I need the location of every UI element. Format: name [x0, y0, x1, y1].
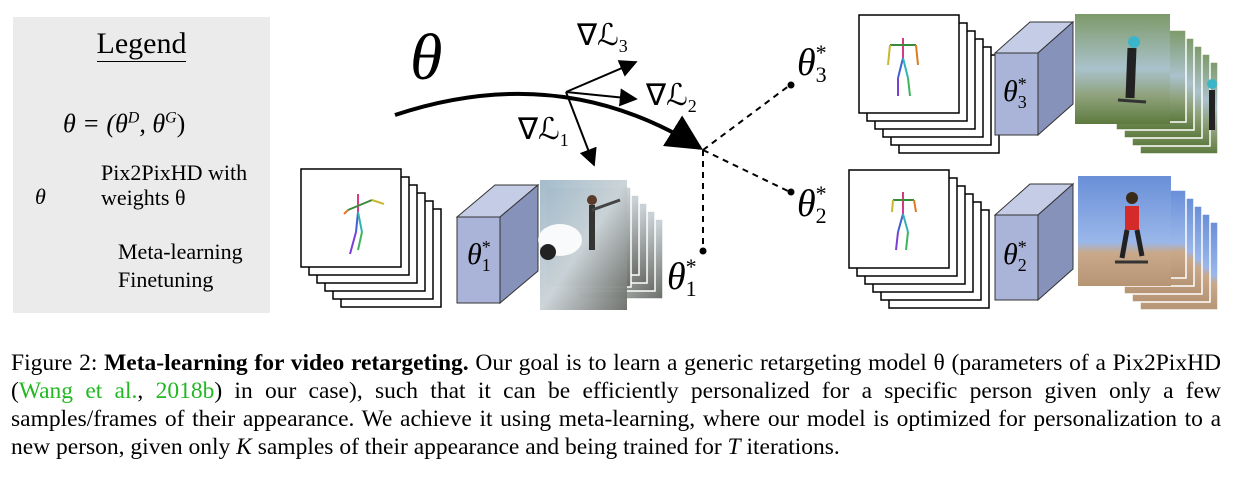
legend-equation: θ = (θD, θG)	[63, 109, 186, 138]
meta-learning-path	[394, 91, 704, 150]
caption-text-c: samples of their appearance and being tr…	[251, 434, 728, 460]
theta-star-2-label: θ*2	[797, 181, 827, 228]
model-cube-3	[993, 20, 1075, 137]
legend-icon-theta: θ	[35, 184, 46, 209]
gradient-arrow-1	[565, 91, 597, 167]
gradient-arrow-3	[565, 60, 638, 93]
pose-stack-3	[858, 14, 1000, 154]
legend-box: Legend θ = (θD, θG) Pix2PixHD with weigh…	[13, 17, 270, 313]
citation-author-link[interactable]: Wang et al.	[18, 378, 138, 404]
cube-3-label: θ*3	[1003, 74, 1027, 112]
legend-meta-label: Meta-learning	[118, 239, 243, 264]
legend-model-label: Pix2PixHD with weights θ	[101, 160, 248, 210]
caption-text-b: ) in our case), such that it can be effi…	[11, 378, 1222, 460]
frame-stack-2	[1078, 176, 1219, 311]
frame-stack-1	[538, 180, 664, 310]
pose-stack-2	[848, 169, 990, 309]
grad-loss-1-label: ∇ℒ1	[518, 113, 569, 150]
legend-title: Legend	[96, 27, 187, 62]
theta-star-3-label: θ*3	[797, 40, 827, 87]
caption-text-d: iterations.	[740, 434, 840, 460]
endpoint-dot-2	[787, 188, 795, 196]
theta-star-1-label: θ*1	[667, 254, 697, 301]
finetune-line-3	[702, 84, 791, 151]
caption-figure-label: Figure 2:	[11, 350, 98, 376]
figure-caption: Figure 2: Meta-learning for video retarg…	[11, 350, 1222, 460]
caption-text-a: Our goal is to learn a generic retargeti…	[11, 350, 1222, 404]
gradient-arrow-2	[565, 88, 638, 107]
endpoint-dot-3	[787, 81, 795, 89]
finetune-line-2	[702, 149, 791, 193]
figure-diagram: Legend θ = (θD, θG) Pix2PixHD with weigh…	[13, 14, 1219, 313]
cube-2-label: θ*2	[1003, 237, 1027, 275]
caption-t-variable: T	[727, 434, 741, 460]
model-cube-1	[455, 183, 540, 305]
diagram-canvas	[24, 14, 1219, 311]
grad-loss-3-label: ∇ℒ3	[577, 19, 628, 56]
endpoint-dot-1	[699, 247, 707, 255]
legend-finetune-label: Finetuning	[118, 267, 214, 292]
grad-loss-2-label: ∇ℒ2	[646, 79, 697, 116]
theta-label: θ	[410, 21, 443, 94]
caption-k-variable: K	[236, 434, 252, 460]
model-cube-2	[993, 182, 1075, 302]
citation-year-link[interactable]: 2018b	[155, 378, 215, 404]
pose-stack-1	[300, 168, 442, 308]
cube-1-label: θ*1	[467, 237, 491, 275]
frame-stack-3	[1075, 14, 1219, 155]
caption-title: Meta-learning for video retargeting.	[104, 350, 469, 376]
